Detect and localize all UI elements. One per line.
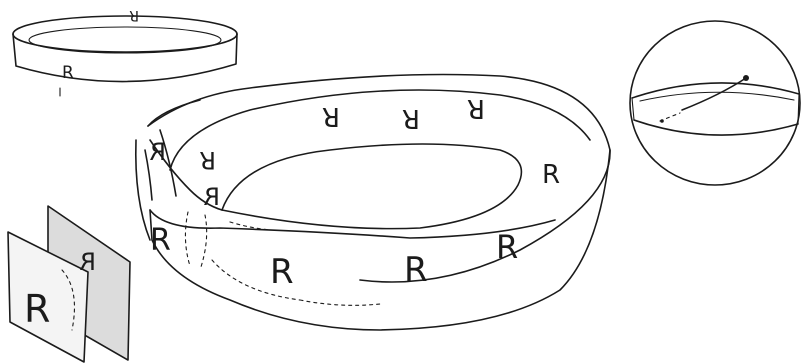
ordinary-ring: R R: [13, 7, 237, 96]
band-bottom-edge: [634, 120, 798, 135]
mobius-inner-top-edge: [170, 90, 590, 170]
mobius-side-letter: R: [150, 223, 171, 258]
mobius-back-letter-3: R: [467, 93, 485, 123]
ring-top-rim: [13, 16, 237, 52]
mobius-hidden-edge-1: [185, 212, 190, 266]
mobius-back-letter-1: R: [322, 101, 340, 131]
mobius-outer-bottom-edge: [150, 150, 610, 330]
mobius-hidden-edge-2: [200, 215, 207, 270]
sphere-with-band: [630, 21, 800, 185]
ring-outside-letter: R: [62, 63, 74, 83]
travel-start-point: [743, 75, 749, 81]
mobius-strip: R R R R R R R R R R R: [136, 75, 610, 331]
mobius-right-letter: R: [542, 160, 560, 190]
travel-end-point: [660, 119, 664, 123]
band-left-side: [632, 98, 634, 120]
mobius-left-letter-2: R: [199, 146, 216, 174]
mobius-hidden-edge-4: [300, 300, 380, 305]
mobius-left-letter-3: R: [203, 183, 220, 211]
ring-inside-letter: R: [129, 7, 139, 23]
mobius-twist-a: [148, 100, 200, 126]
intersecting-planes: R R: [8, 206, 130, 362]
front-plane-letter: R: [24, 287, 50, 331]
mobius-front-letter-1: R: [270, 252, 294, 292]
mobius-front-letter-3: R: [496, 228, 518, 266]
sphere-outline: [630, 21, 800, 185]
mobius-left-letter-1: R: [149, 138, 166, 166]
mobius-back-letter-2: R: [402, 103, 420, 133]
back-plane-letter: R: [79, 248, 96, 276]
ring-wall: [13, 34, 237, 82]
mobius-front-lower-band: [150, 210, 555, 238]
mobius-inner-hole: [222, 144, 521, 229]
mobius-front-letter-2: R: [404, 250, 428, 290]
band-inner-edge: [640, 92, 794, 101]
mobius-left-wall: [136, 140, 150, 240]
ring-inner-rim: [29, 27, 221, 53]
